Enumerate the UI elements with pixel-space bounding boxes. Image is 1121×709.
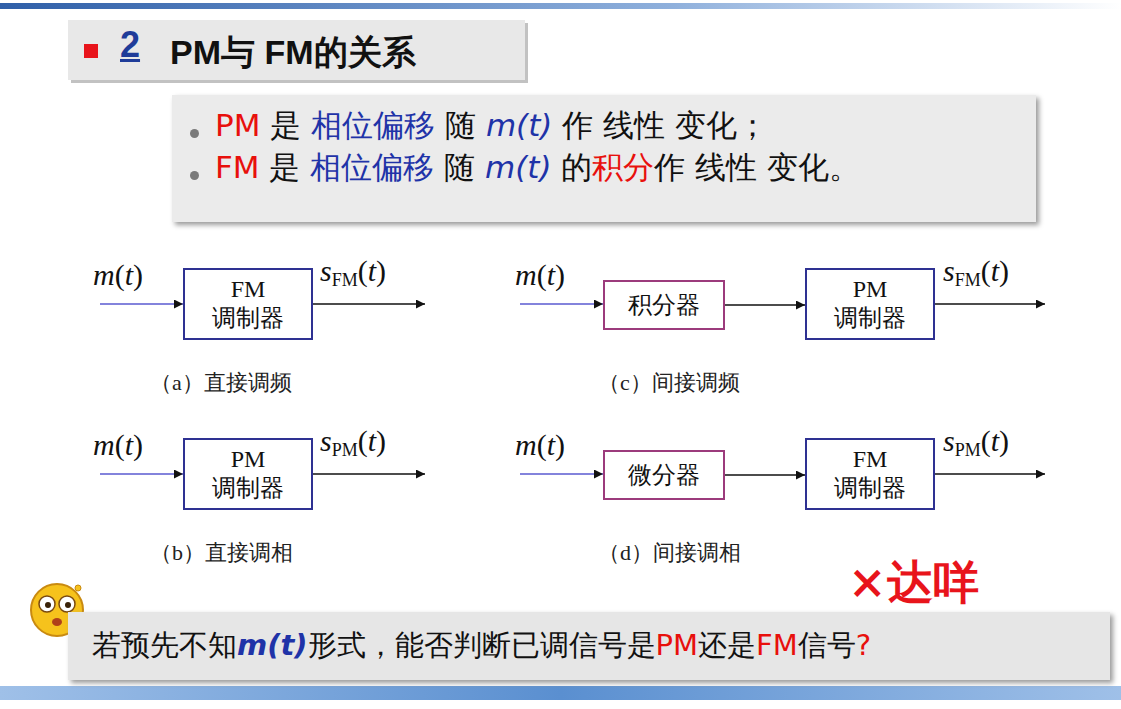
emoji-pupil xyxy=(45,602,51,608)
node-text: FM 是 相位偏移 随 m(t) 的积分作 线性 变化。 xyxy=(172,147,1016,189)
title-bullet xyxy=(84,44,98,58)
output-arrow xyxy=(935,303,1045,305)
signal-name: m(t) xyxy=(515,428,565,462)
bottom-band xyxy=(0,686,1121,700)
signal-name: sFM(t) xyxy=(320,254,386,291)
emoji-mouth xyxy=(52,618,62,626)
node-text: 微分器 xyxy=(628,461,700,490)
slide-title: PM与 FM的关系 xyxy=(170,30,416,76)
title-panel xyxy=(68,20,525,80)
modulator-box: PM 调制器 xyxy=(183,438,313,510)
signal-name: m(t) xyxy=(93,258,143,292)
output-arrow xyxy=(935,473,1045,475)
section-number: 2 xyxy=(120,24,140,66)
node-text: PM 调制器 xyxy=(834,275,906,333)
emoji-eye xyxy=(39,596,55,612)
integrator-box: 积分器 xyxy=(603,280,725,330)
question-panel: 若预先不知m(t)形式，能否判断已调信号是PM还是FM信号? xyxy=(68,612,1110,680)
figure-caption: （c）间接调频 xyxy=(598,368,740,398)
modulator-box: PM 调制器 xyxy=(805,268,935,340)
modulator-box: FM 调制器 xyxy=(183,268,313,340)
figure-caption: （d）间接调相 xyxy=(598,538,741,568)
modulator-box: FM 调制器 xyxy=(805,438,935,510)
signal-name: sFM(t) xyxy=(943,254,1009,291)
signal-name: sPM(t) xyxy=(943,424,1009,461)
bullet-panel: PM 是 相位偏移 随 m(t) 作 线性 变化；FM 是 相位偏移 随 m(t… xyxy=(172,95,1036,222)
signal-name: m(t) xyxy=(515,258,565,292)
figure-caption: （b）直接调相 xyxy=(150,538,293,568)
handwritten-note: ×达咩 xyxy=(848,552,979,614)
node-text: 若预先不知m(t)形式，能否判断已调信号是PM还是FM信号? xyxy=(92,626,871,666)
differentiator-box: 微分器 xyxy=(603,450,725,500)
input-arrow xyxy=(100,303,183,305)
signal-connector xyxy=(725,304,805,306)
output-arrow xyxy=(313,473,425,475)
figure-caption: （a）直接调频 xyxy=(150,368,292,398)
node-text: PM 调制器 xyxy=(212,445,284,503)
output-arrow xyxy=(313,303,425,305)
input-arrow xyxy=(520,303,603,305)
input-arrow xyxy=(100,473,183,475)
emoji-pupil xyxy=(65,602,71,608)
emoji-bubble xyxy=(75,585,81,591)
node-text: FM 调制器 xyxy=(212,275,284,333)
input-arrow xyxy=(520,473,603,475)
signal-name: sPM(t) xyxy=(320,424,386,461)
node-text: 积分器 xyxy=(628,291,700,320)
node-text: FM 调制器 xyxy=(834,445,906,503)
signal-connector xyxy=(725,474,805,476)
node-text: PM 是 相位偏移 随 m(t) 作 线性 变化； xyxy=(172,105,1016,147)
signal-name: m(t) xyxy=(93,428,143,462)
top-bar xyxy=(0,3,1121,9)
emoji-eye xyxy=(59,596,75,612)
